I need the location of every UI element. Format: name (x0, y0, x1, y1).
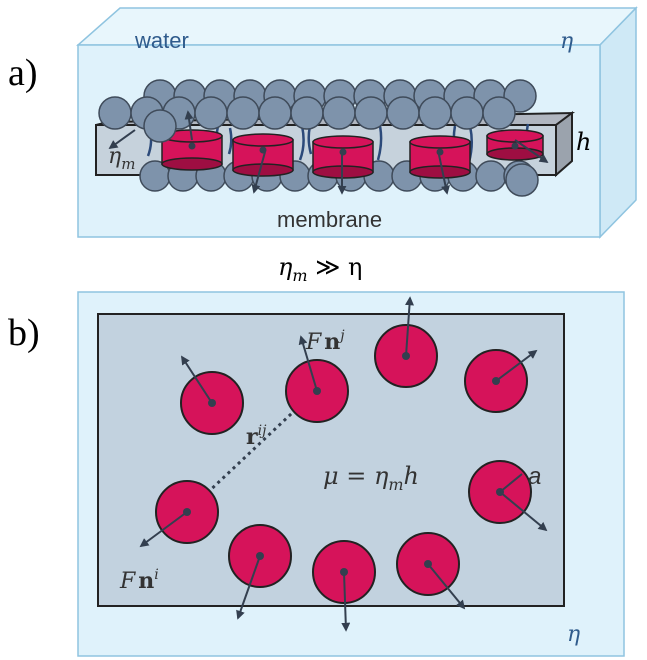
protein (180, 355, 244, 435)
height-label: h (576, 128, 591, 156)
protein-center (424, 560, 432, 568)
lipid-head (194, 96, 228, 130)
panel-b-label: b) (8, 312, 40, 354)
protein-center (340, 568, 348, 576)
force-arrow (427, 563, 466, 610)
force-arrow (499, 491, 548, 532)
force-arrow (236, 555, 261, 620)
lipid-head (482, 96, 516, 130)
viscosity-relation: ηm ≫ η (278, 253, 362, 285)
lipid-head (98, 96, 132, 130)
radius-label: a (528, 463, 541, 490)
protein (464, 349, 538, 413)
protein-cylinder (232, 133, 294, 177)
force-arrow (251, 151, 266, 194)
panel-a-force-arrows (108, 110, 549, 195)
membrane-viscosity-label: ηm (108, 144, 135, 173)
lipid-head (475, 160, 507, 192)
force-arrow (495, 349, 538, 382)
force-arrow (341, 571, 351, 632)
lipid-heads-top (98, 79, 537, 143)
lipid-head (290, 96, 324, 130)
water-label: water (134, 28, 189, 53)
protein (312, 540, 376, 632)
protein-center (402, 352, 410, 360)
lipid-head (322, 96, 356, 130)
lipid-head (354, 96, 388, 130)
protein (374, 296, 438, 388)
lipid-head (258, 96, 292, 130)
protein-center (256, 552, 264, 560)
protein (228, 524, 292, 620)
separation-label: rij (246, 423, 267, 450)
force-arrow (514, 139, 549, 164)
protein-center (492, 377, 500, 385)
lipid-head (143, 109, 177, 143)
force-arrow (108, 129, 136, 150)
lipid-head (418, 96, 452, 130)
force-arrow (184, 110, 194, 141)
lipid-head (386, 96, 420, 130)
lipid-head (450, 96, 484, 130)
lipid-head (505, 163, 539, 197)
protein (396, 532, 466, 610)
membrane-viscosity-relation: μ = ηmh (323, 462, 419, 494)
protein-cylinder (486, 129, 544, 161)
force-arrow (405, 296, 414, 357)
outer-viscosity-label: η (567, 622, 580, 647)
radius-line (499, 473, 523, 493)
water-viscosity-label: η (560, 29, 573, 54)
membrane-label: membrane (277, 207, 382, 232)
panel-a-label: a) (8, 52, 38, 94)
protein-center (183, 508, 191, 516)
protein-center (313, 387, 321, 395)
force-arrow (437, 149, 450, 195)
protein-center (208, 399, 216, 407)
force-arrow (181, 355, 213, 404)
protein (139, 480, 219, 548)
lipid-head (226, 96, 260, 130)
proteins-top-view (139, 296, 548, 632)
force-arrow (139, 511, 188, 548)
force-arrow (298, 335, 318, 392)
protein (285, 335, 349, 423)
protein-cylinder (409, 135, 471, 179)
